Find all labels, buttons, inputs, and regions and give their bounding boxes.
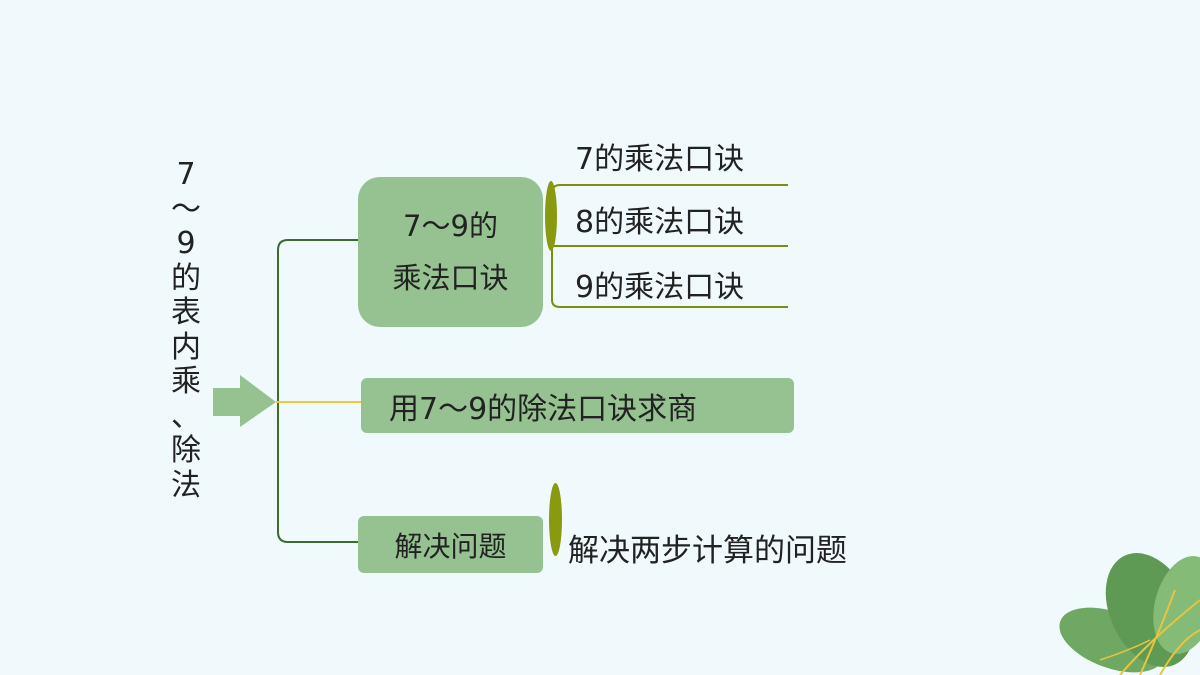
- multiplication-topic-line1: 7～9的: [403, 209, 498, 243]
- title-char: 、: [171, 398, 201, 434]
- title-char: 7: [176, 157, 196, 192]
- division-topic-label: 用7～9的除法口诀求商: [389, 391, 698, 427]
- vertical-title: 7 ～ 9 的 表 内 乘 、 除 法: [160, 157, 212, 503]
- leaf-decoration: [1059, 553, 1200, 675]
- title-char: 除: [171, 433, 201, 468]
- multiplication-topic-box: 7～9的 乘法口诀: [358, 177, 543, 327]
- title-char: 9: [176, 226, 196, 261]
- main-bracket: [277, 239, 358, 543]
- sub-item-9-table: 9的乘法口诀: [575, 270, 745, 305]
- sub-items-marker: [545, 181, 557, 251]
- solve-topic-label: 解决问题: [394, 529, 507, 563]
- right-arrow-icon: [213, 375, 276, 427]
- title-char: 的: [171, 260, 201, 296]
- title-char: 法: [171, 467, 201, 503]
- title-char: 内: [171, 329, 201, 365]
- title-char: 乘: [171, 364, 201, 399]
- title-char: ～: [171, 191, 201, 227]
- solve-topic-box: 解决问题: [358, 516, 543, 573]
- multiplication-topic-line2: 乘法口诀: [392, 261, 509, 295]
- division-topic-box: 用7～9的除法口诀求商: [361, 378, 794, 433]
- sub-item-8-table: 8的乘法口诀: [575, 205, 745, 240]
- solve-detail-label: 解决两步计算的问题: [568, 533, 847, 569]
- solve-detail-marker: [549, 483, 562, 556]
- title-char: 表: [171, 295, 201, 330]
- sub-item-7-table: 7的乘法口诀: [575, 142, 745, 177]
